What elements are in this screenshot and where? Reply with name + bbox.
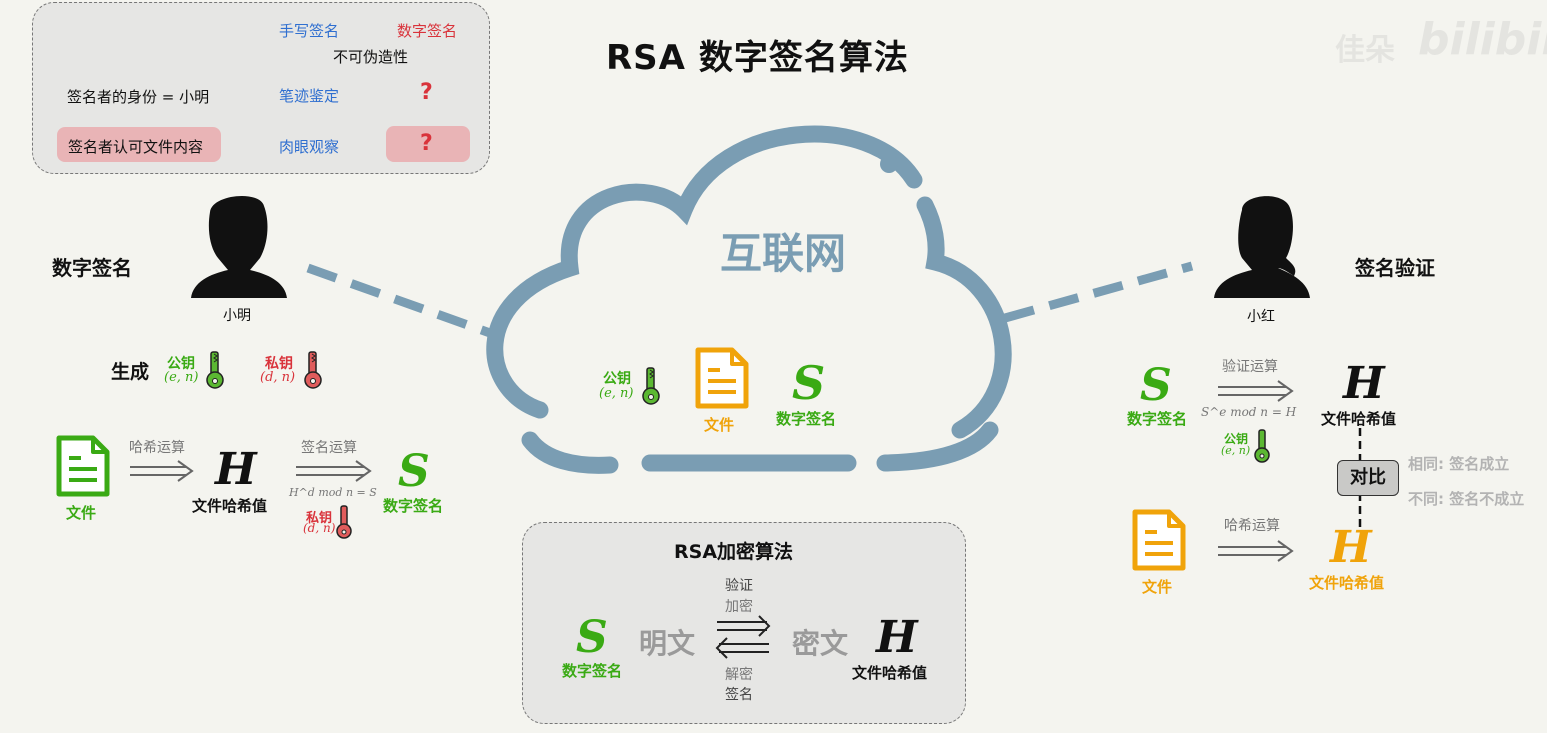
right-hash-label: 文件哈希值 (1321, 410, 1397, 428)
row2-digital-highlight (386, 126, 470, 162)
right-file-icon (1132, 509, 1186, 571)
cloud-sig-label: 数字签名 (776, 410, 837, 428)
watermark-brand: bilibili (1418, 14, 1547, 65)
rsa-title: RSA加密算法 (674, 541, 794, 563)
left-pubkey-label: 公钥 (167, 356, 195, 372)
cloud-pubkey-math: (e, n) (599, 386, 634, 401)
left-pubkey-math: (e, n) (164, 370, 199, 385)
right-hash2-label: 文件哈希值 (1309, 574, 1385, 592)
left-file-label: 文件 (66, 504, 97, 522)
person-xiaohong-icon (1214, 196, 1310, 298)
rsa-top-label2: 加密 (725, 599, 753, 615)
compare-same-text: 相同: 签名成立 (1408, 455, 1510, 473)
left-sig-symbol: S (398, 446, 430, 497)
col-digital: 数字签名 (397, 22, 458, 40)
left-sign-privkey-icon (336, 505, 352, 539)
rsa-plaintext: 明文 (639, 627, 696, 660)
right-hash-arrow (1218, 540, 1294, 562)
person-xiaohong-name: 小红 (1247, 309, 1275, 325)
right-hash2-symbol: H (1330, 522, 1372, 573)
left-sign-privkey-math: (d, n) (303, 521, 336, 535)
left-sign-arrow (296, 460, 372, 482)
cloud-label: 互联网 (720, 229, 847, 278)
person-xiaoming-name: 小明 (223, 308, 251, 324)
row2-label: 签名者认可文件内容 (68, 138, 204, 156)
right-pubkey-icon (1254, 429, 1270, 463)
rsa-bottom-label2: 签名 (725, 687, 753, 703)
left-hash-op: 哈希运算 (129, 440, 185, 456)
left-sig-label: 数字签名 (383, 497, 444, 515)
compare-dashed-line (1358, 428, 1362, 530)
right-pubkey-label: 公钥 (1224, 432, 1249, 446)
right-file-label: 文件 (1142, 578, 1173, 596)
left-privkey-label: 私钥 (265, 356, 293, 372)
rsa-hash-symbol: H (876, 612, 918, 663)
row1-handwritten: 笔迹鉴定 (279, 87, 340, 105)
cloud-file-icon (695, 347, 749, 409)
left-sign-op: 签名运算 (301, 440, 357, 456)
left-sign-formula: H^d mod n = S (289, 486, 377, 499)
feature-unforgeable: 不可伪造性 (333, 48, 409, 66)
col-handwritten: 手写签名 (279, 22, 340, 40)
cloud-key-icon (642, 367, 660, 405)
compare-button: 对比 (1337, 460, 1399, 496)
cloud-pubkey-label: 公钥 (603, 371, 631, 387)
right-sig-label: 数字签名 (1127, 410, 1188, 428)
rsa-exchange-arrows (715, 615, 771, 659)
person-xiaoming-icon (191, 195, 287, 298)
rsa-hash-label: 文件哈希值 (852, 664, 928, 682)
compare-diff-text: 不同: 签名不成立 (1408, 490, 1525, 508)
rsa-sig-symbol: S (576, 612, 608, 663)
left-file-icon (56, 435, 110, 497)
row2-label-highlight (57, 127, 221, 162)
right-verify-op: 验证运算 (1222, 359, 1278, 375)
rsa-ciphertext: 密文 (792, 627, 849, 660)
left-privkey-icon (304, 351, 322, 389)
row2-digital: ? (420, 131, 433, 156)
left-privkey-math: (d, n) (260, 370, 296, 385)
row1-label: 签名者的身份 = 小明 (67, 88, 210, 106)
page-title: RSA 数字签名算法 (606, 38, 909, 78)
rsa-sig-label: 数字签名 (562, 662, 623, 680)
left-section-title: 数字签名 (52, 256, 132, 280)
left-sign-privkey-label: 私钥 (306, 511, 333, 526)
right-verify-arrow (1218, 380, 1294, 402)
row1-digital: ? (420, 80, 433, 105)
left-hash-label: 文件哈希值 (192, 497, 268, 515)
left-pubkey-icon (206, 351, 224, 389)
rsa-bottom-label1: 解密 (725, 667, 753, 683)
cloud-sig-symbol: S (792, 356, 826, 410)
cloud-file-label: 文件 (704, 416, 735, 434)
left-hash-arrow (130, 460, 194, 482)
right-pubkey-math: (e, n) (1221, 444, 1251, 457)
right-hash-op: 哈希运算 (1224, 518, 1280, 534)
rsa-top-label1: 验证 (725, 578, 753, 594)
right-sig-symbol: S (1140, 360, 1172, 411)
row2-handwritten: 肉眼观察 (279, 138, 340, 156)
generate-label: 生成 (111, 361, 150, 383)
right-verify-formula: S^e mod n = H (1201, 405, 1297, 419)
right-section-title: 签名验证 (1355, 256, 1435, 280)
left-hash-symbol: H (215, 444, 257, 495)
watermark-name: 佳朵 (1335, 33, 1395, 68)
right-hash-symbol: H (1343, 358, 1385, 409)
